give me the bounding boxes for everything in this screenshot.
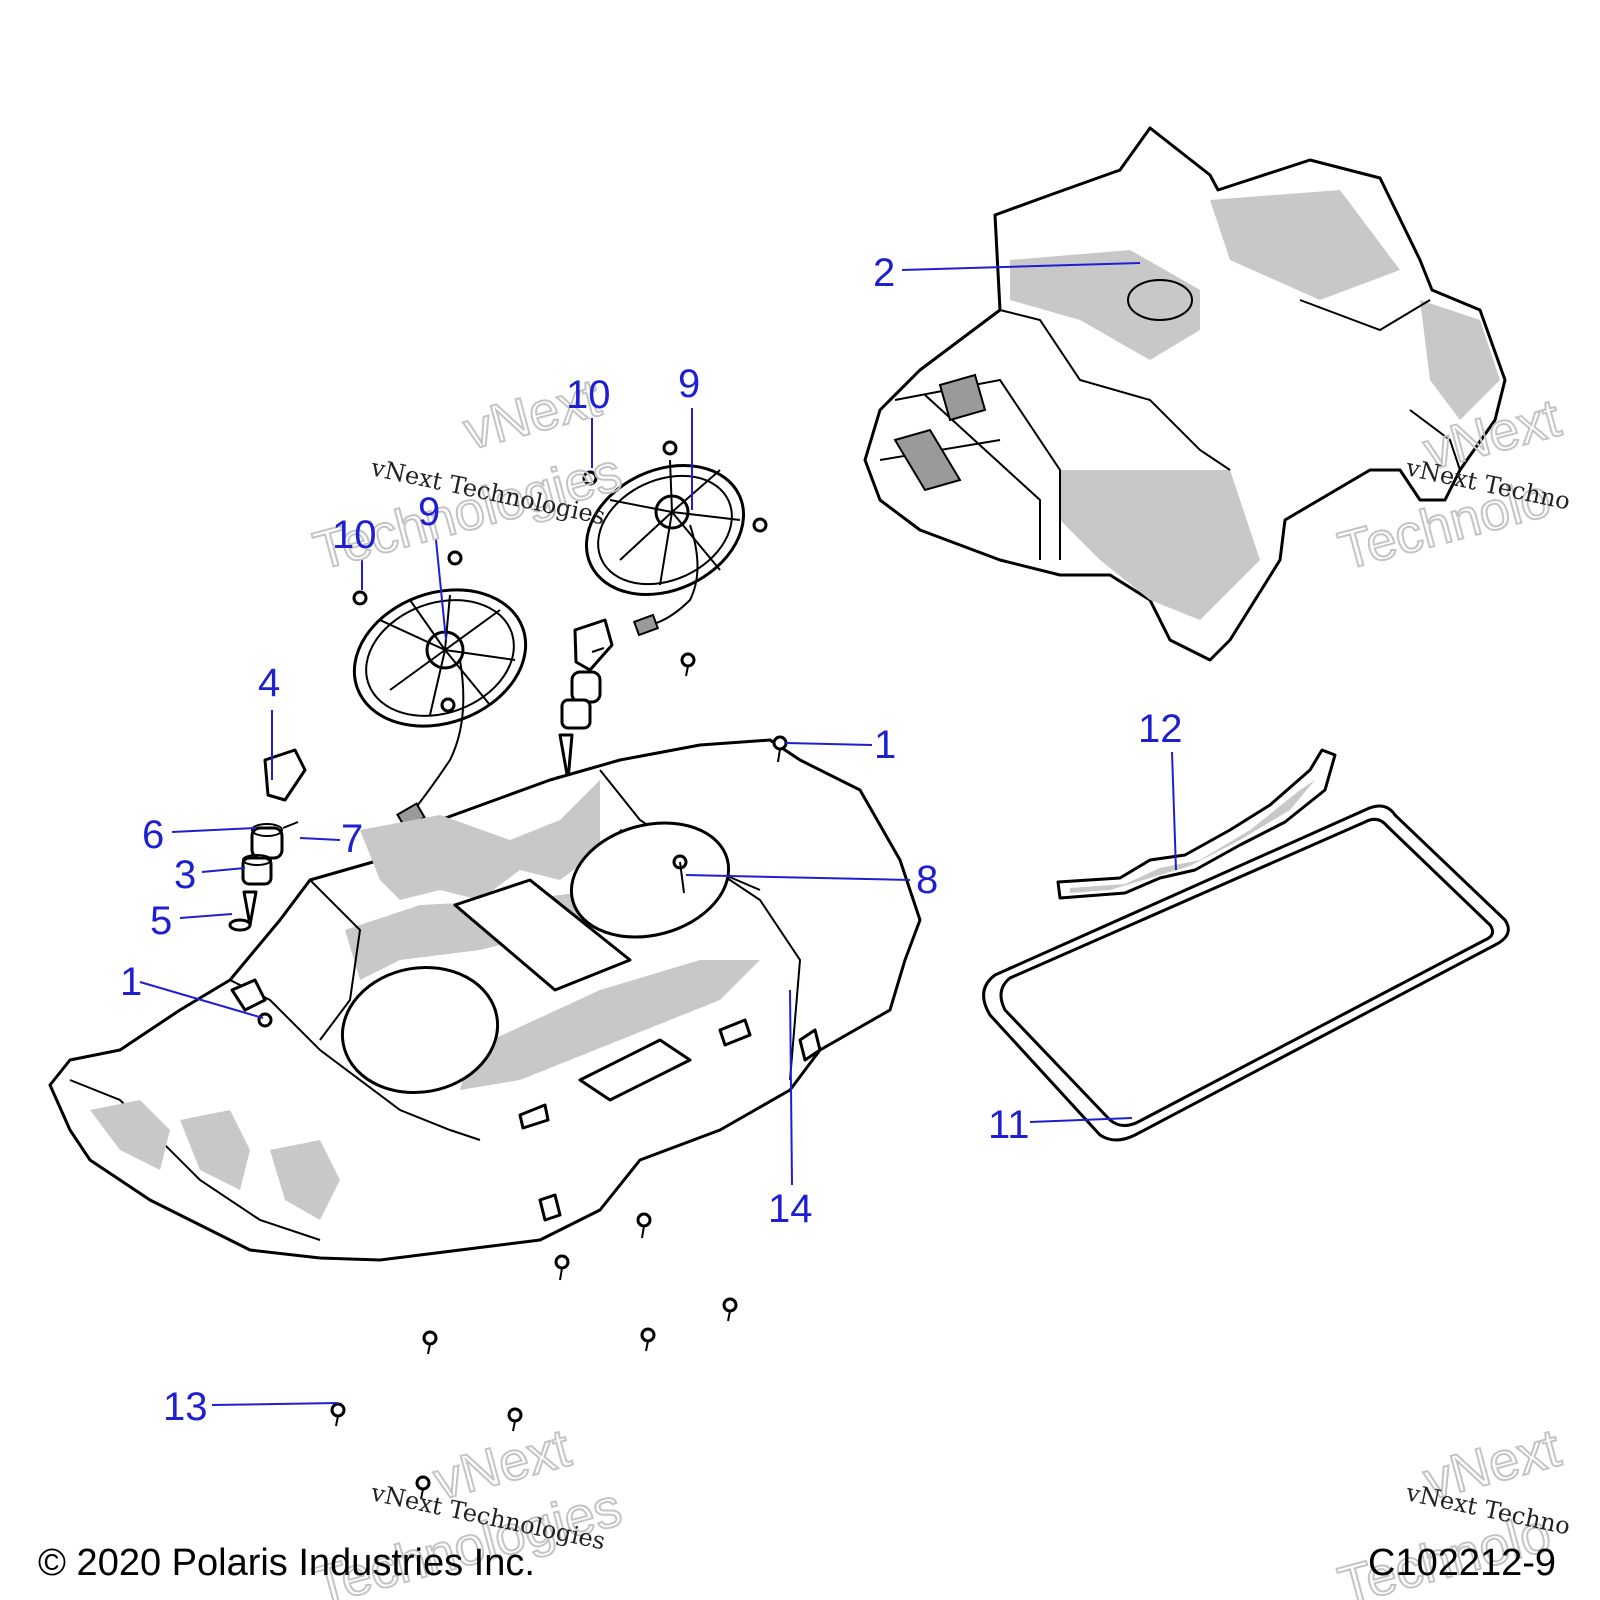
callout-3: 3 [174,853,196,897]
part-11-gasket [982,804,1510,1142]
callout-11: 11 [988,1103,1030,1147]
callout-9-lower: 9 [418,490,440,534]
callout-1-left: 1 [120,960,142,1004]
callout-9-upper: 9 [678,362,700,406]
part-9-fan-left [352,588,528,830]
part-9-fan-right [584,459,746,637]
callout-1-right: 1 [874,723,896,767]
part-14-shroud [48,738,922,1262]
callout-4: 4 [258,661,280,705]
diagram-id: C102212-9 [1368,1542,1556,1584]
callout-10-lower: 10 [332,513,377,557]
part-12-seal [1056,748,1337,900]
callout-labels: 2 10 9 10 9 4 7 6 3 5 1 1 8 12 11 14 13 [120,251,1183,1429]
callout-2: 2 [873,251,895,295]
callout-6: 6 [142,813,164,857]
screw-icons [330,652,788,1500]
copyright-notice: © 2020 Polaris Industries Inc. [38,1542,535,1584]
leader-lines [139,262,1177,1406]
callout-10-upper: 10 [566,373,611,417]
mount-stack-right [551,618,614,789]
callout-13: 13 [163,1385,208,1429]
callout-5: 5 [150,899,172,943]
callout-8: 8 [916,858,938,902]
callout-12: 12 [1138,707,1183,751]
mount-stack-left [228,748,307,932]
callout-14: 14 [768,1187,813,1231]
part-2-cover [863,126,1507,662]
callout-7: 7 [341,817,363,861]
nut-icons [352,440,768,713]
